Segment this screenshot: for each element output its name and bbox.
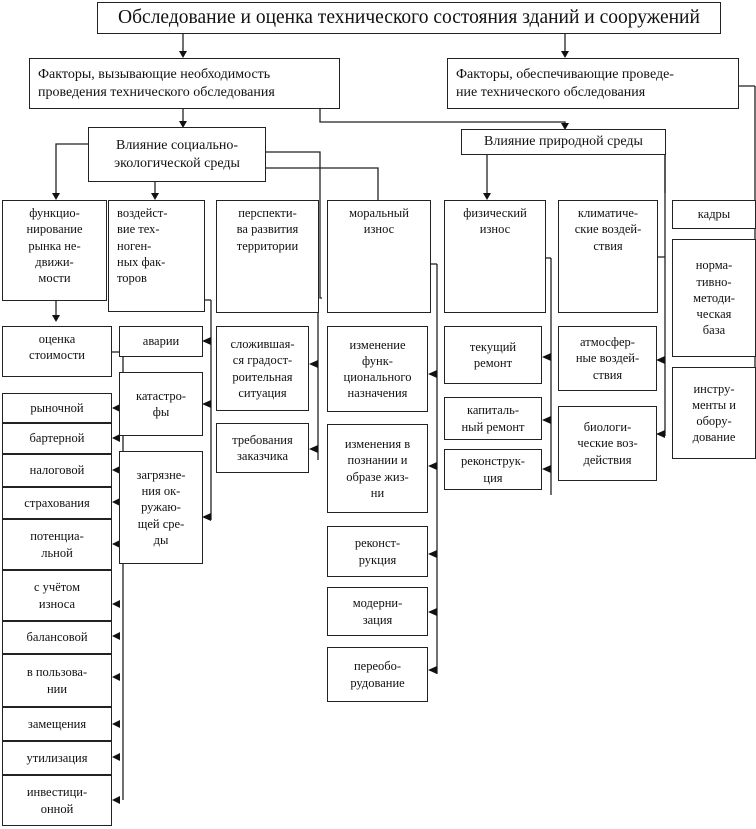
factors-support-box: Факторы, обеспечивающие проведе- ние тех… xyxy=(447,58,739,109)
support-item-box: инстру- менты и обору- дование xyxy=(672,367,756,459)
valuation-box: оценка стоимости xyxy=(2,326,112,377)
physical-item-box: капиталь- ный ремонт xyxy=(444,397,542,440)
value-type-box: балансовой xyxy=(2,621,112,654)
technogenic-factors-box: воздейст- вие тех- ноген- ных фак- торов xyxy=(108,200,205,312)
value-type-box: утилизация xyxy=(2,741,112,775)
moral-item-box: изменение функ- ционального назначения xyxy=(327,326,428,412)
physical-item-box: реконструк- ция xyxy=(444,449,542,490)
factors-necessity-box: Факторы, вызывающие необходимость провед… xyxy=(29,58,340,109)
value-type-box: с учётом износа xyxy=(2,570,112,621)
natural-environment-box: Влияние природной среды xyxy=(461,129,666,155)
value-type-box: в пользова- нии xyxy=(2,654,112,707)
moral-wear-box: моральный износ xyxy=(327,200,431,313)
value-type-box: бартерной xyxy=(2,423,112,454)
prospects-item-box: сложившая- ся градост- роительная ситуац… xyxy=(216,326,309,411)
physical-wear-box: физический износ xyxy=(444,200,546,313)
support-item-box: кадры xyxy=(672,200,756,229)
technogenic-item-box: загрязне- ния ок- ружаю- щей сре- ды xyxy=(119,451,203,564)
social-environment-box: Влияние социально- экологической среды xyxy=(88,127,266,182)
climatic-item-box: атмосфер- ные воздей- ствия xyxy=(558,326,657,391)
moral-item-box: переобо- рудование xyxy=(327,647,428,702)
physical-item-box: текущий ремонт xyxy=(444,326,542,384)
territory-prospects-box: перспекти- ва развития территории xyxy=(216,200,319,313)
moral-item-box: реконст- рукция xyxy=(327,526,428,577)
climatic-impacts-box: климатиче- ские воздей- ствия xyxy=(558,200,658,313)
value-type-box: рыночной xyxy=(2,393,112,423)
market-functioning-box: функцио- нирование рынка не- движи- мост… xyxy=(2,200,107,301)
value-type-box: страхования xyxy=(2,487,112,519)
support-item-box: норма- тивно- методи- ческая база xyxy=(672,239,756,357)
technogenic-item-box: аварии xyxy=(119,326,203,357)
prospects-item-box: требования заказчика xyxy=(216,423,309,473)
moral-item-box: модерни- зация xyxy=(327,587,428,636)
value-type-box: инвестици- онной xyxy=(2,775,112,826)
moral-item-box: изменения в познании и образе жиз- ни xyxy=(327,424,428,513)
value-type-box: потенциа- льной xyxy=(2,519,112,570)
value-type-box: налоговой xyxy=(2,454,112,487)
diagram-title: Обследование и оценка технического состо… xyxy=(97,2,721,34)
climatic-item-box: биологи- ческие воз- действия xyxy=(558,406,657,481)
technogenic-item-box: катастро- фы xyxy=(119,372,203,436)
value-type-box: замещения xyxy=(2,707,112,741)
